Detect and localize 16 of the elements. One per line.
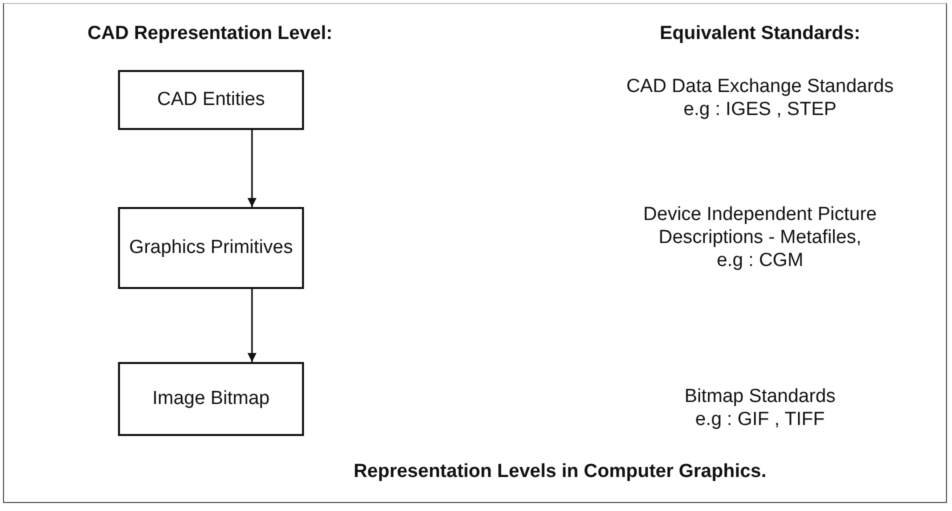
process-box [118, 207, 304, 289]
standard-example: e.g : GIF , TIFF [694, 408, 826, 431]
arrow [248, 289, 256, 362]
column-heading: CAD Representation Level: [86, 22, 334, 45]
standard-example: e.g : IGES , STEP [682, 98, 838, 121]
standard-example: e.g : CGM [716, 249, 804, 272]
process-box [118, 362, 304, 436]
arrow [248, 130, 256, 207]
box-label: Graphics Primitives [129, 237, 293, 259]
column-heading: Equivalent Standards: [658, 22, 862, 45]
box-label: CAD Entities [157, 89, 265, 111]
standard-description: CAD Data Exchange Standards [625, 75, 895, 98]
process-box [118, 70, 304, 130]
standard-description: Bitmap Standards [683, 385, 837, 408]
box-label: Image Bitmap [152, 388, 270, 410]
caption: Representation Levels in Computer Graphics. [352, 460, 768, 483]
